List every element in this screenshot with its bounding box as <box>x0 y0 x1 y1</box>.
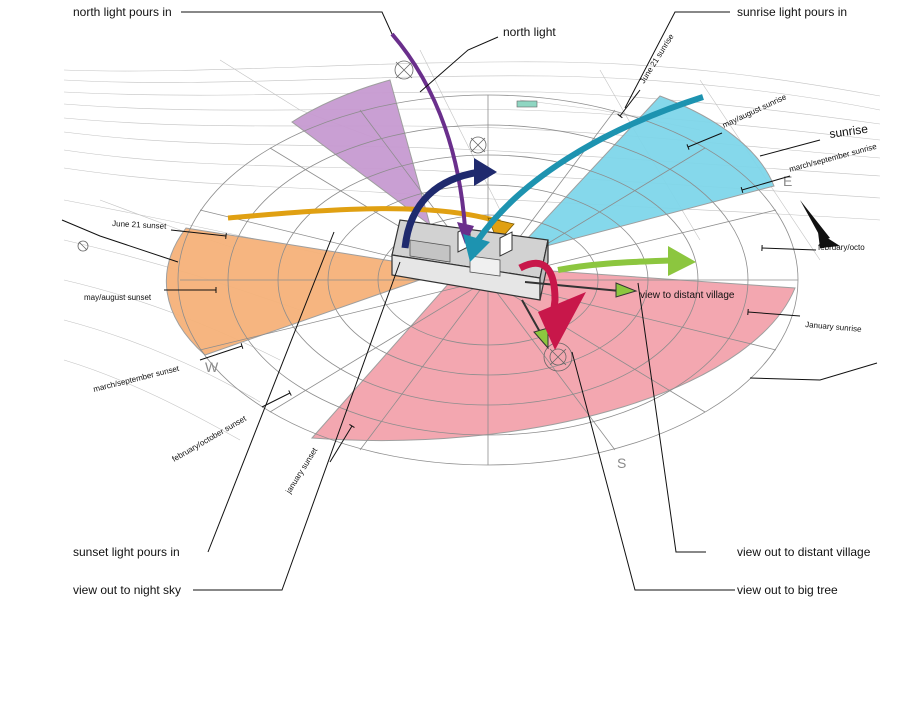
jan-sunset-label: january sunset <box>284 446 320 496</box>
sunrise-light-arrow <box>475 94 704 242</box>
may-aug-sunset-label: may/august sunset <box>84 293 152 302</box>
sunset-light-pours-in-label: sunset light pours in <box>73 545 180 559</box>
village-view-arrow <box>557 257 681 273</box>
sunrise-light-pours-in-label: sunrise light pours in <box>737 5 847 19</box>
feb-oct-sunset-label: february/october sunset <box>171 414 249 464</box>
north-light-arrow <box>390 32 467 229</box>
big-tree-view-arrow <box>518 259 559 326</box>
jan-sunrise-label: January sunrise <box>805 320 863 334</box>
june21-sunset-label: June 21 sunset <box>112 219 167 231</box>
sunrise-light-wedge <box>510 95 775 256</box>
sun-label-ticks <box>164 89 817 463</box>
compass-e-label: E <box>783 173 792 189</box>
view-big-tree-label: view out to big tree <box>737 583 838 597</box>
sunset-light-wedge <box>165 227 449 356</box>
june21-sunrise-label: June 21 sunrise <box>638 32 676 85</box>
view-distant-village-inline-label: view to distant village <box>640 290 735 301</box>
mar-sep-sunset-label: march/september sunset <box>92 364 180 394</box>
compass-markers <box>77 60 573 372</box>
view-distant-village-label: view out to distant village <box>737 545 871 559</box>
compass-s-label: S <box>617 455 626 471</box>
compass-w-label: W <box>205 359 219 375</box>
mar-sep-sunrise-label: march/september sunrise <box>788 142 878 174</box>
north-light-wedge <box>291 79 431 227</box>
sunset-arrow <box>227 206 501 225</box>
north-light-pours-in-label: north light pours in <box>73 5 172 19</box>
north-roof-arrow <box>401 168 481 249</box>
feb-oct-sunrise-label: february/octo <box>818 243 865 252</box>
view-night-sky-label: view out to night sky <box>73 583 181 597</box>
leader-lines <box>61 11 878 591</box>
site-marker <box>516 100 538 108</box>
north-light-label: north light <box>503 25 556 39</box>
sunrise-label: sunrise <box>828 122 869 141</box>
north-arrow-icon <box>800 200 840 248</box>
